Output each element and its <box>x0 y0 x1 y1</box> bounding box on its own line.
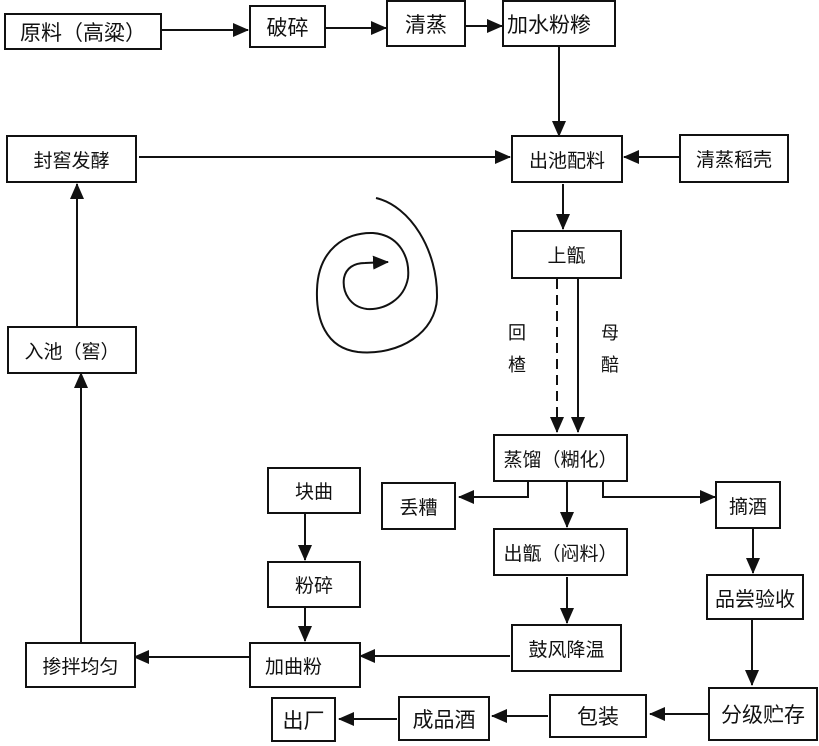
node-seal-ferment: 封窖发酵 <box>6 135 137 183</box>
node-pick-liquor: 摘酒 <box>715 481 781 529</box>
node-distill: 蒸馏（糊化） <box>493 434 628 482</box>
node-steam-clean: 清蒸 <box>386 0 466 47</box>
node-water-moisten: 加水粉糁 <box>502 0 616 47</box>
node-pit-in: 入池（窖） <box>7 326 137 374</box>
node-stir-even: 掺拌均匀 <box>25 642 136 688</box>
node-pulverize: 粉碎 <box>267 561 361 608</box>
node-raw-material: 原料（高粱） <box>4 13 162 50</box>
node-load: 上甑 <box>511 230 622 279</box>
node-air-cool: 鼓风降温 <box>511 624 622 672</box>
node-taste-accept: 品尝验收 <box>706 574 804 620</box>
edge-distill-to-pick <box>602 482 716 504</box>
node-crush: 破碎 <box>249 5 326 48</box>
spiral-cycle-icon <box>315 197 439 354</box>
edge-distill-to-discard <box>458 482 529 504</box>
label-mother-grains: 母醅 <box>601 323 619 376</box>
label-return-grains: 回楂 <box>508 323 526 376</box>
node-block-qu: 块曲 <box>267 467 361 514</box>
node-package: 包装 <box>549 694 647 738</box>
node-out-steam: 出甑（闷料） <box>493 528 628 576</box>
node-husk: 清蒸稻壳 <box>679 134 789 183</box>
node-discard: 丢糟 <box>381 482 456 530</box>
node-grade-store: 分级贮存 <box>708 687 818 741</box>
node-finished-liquor: 成品酒 <box>398 696 490 741</box>
node-add-qu-powder: 加曲粉 <box>249 642 361 688</box>
node-leave-factory: 出厂 <box>271 697 336 742</box>
node-mix: 出池配料 <box>511 135 623 183</box>
